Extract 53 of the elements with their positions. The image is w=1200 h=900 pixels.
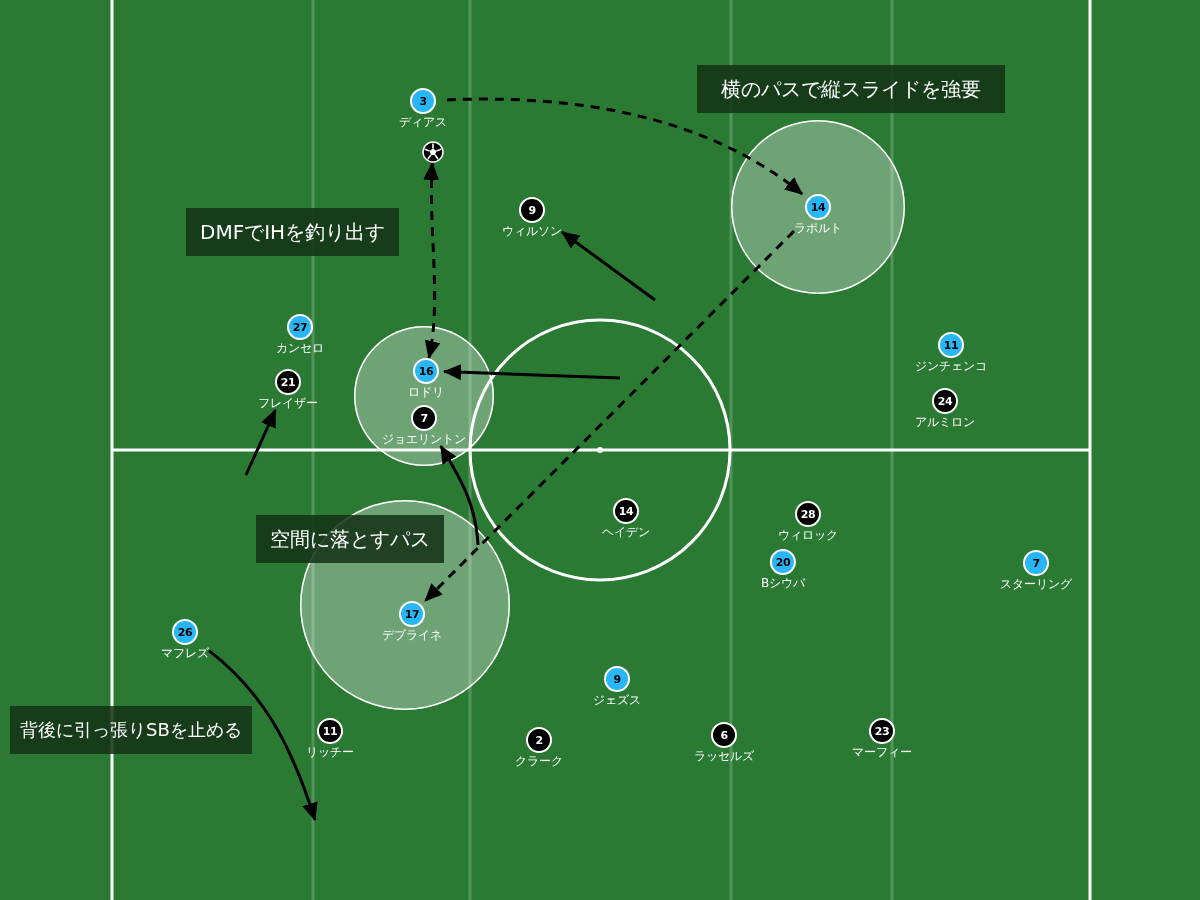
player-marker: 7	[1023, 550, 1049, 576]
player-marker: 28	[795, 501, 821, 527]
player-name: Bシウバ	[760, 576, 806, 590]
player-name: デブライネ	[382, 628, 442, 642]
arrow	[561, 230, 656, 302]
player-marker: 24	[932, 388, 958, 414]
player-name: ウィルソン	[502, 224, 562, 238]
player-name: リッチー	[306, 745, 354, 759]
player-name: ロドリ	[408, 385, 444, 399]
player-marker: 6	[711, 722, 737, 748]
player-name: ジョエリントン	[382, 432, 466, 446]
player-marker: 27	[287, 314, 313, 340]
player-name: マーフィー	[852, 745, 912, 759]
dashed-arrow	[423, 230, 796, 603]
player-marker: 14	[805, 194, 831, 220]
player-marker: 9	[604, 666, 630, 692]
player-marker: 14	[613, 498, 639, 524]
annotation-label: 横のパスで縦スライドを強要	[697, 65, 1005, 113]
player-marker: 11	[317, 718, 343, 744]
arrow	[439, 445, 480, 546]
soccer-ball-icon	[422, 141, 444, 163]
player-name: カンセロ	[276, 341, 324, 355]
player-marker: 16	[413, 358, 439, 384]
player-name: アルミロン	[915, 415, 975, 429]
player-marker: 7	[411, 405, 437, 431]
player-marker: 26	[172, 619, 198, 645]
player-name: ラポルト	[794, 221, 842, 235]
dashed-arrow	[423, 162, 440, 359]
player-name: マフレズ	[161, 646, 209, 660]
player-marker: 21	[275, 369, 301, 395]
player-marker: 9	[519, 197, 545, 223]
player-marker: 17	[399, 601, 425, 627]
player-marker: 3	[410, 88, 436, 114]
player-name: ジェズス	[593, 693, 641, 707]
arrow	[208, 649, 318, 821]
player-marker: 23	[869, 718, 895, 744]
arrow	[244, 409, 277, 476]
player-name: クラーク	[515, 754, 563, 768]
annotation-label: DMFでIHを釣り出す	[186, 208, 400, 256]
player-name: ディアス	[399, 115, 447, 129]
arrow	[443, 364, 621, 381]
dashed-arrow	[446, 97, 804, 196]
annotation-label: 背後に引っ張りSBを止める	[10, 706, 252, 754]
player-name: ラッセルズ	[694, 749, 754, 763]
player-name: ウィロック	[778, 528, 838, 542]
player-marker: 20	[770, 549, 796, 575]
player-name: ジンチェンコ	[915, 359, 987, 373]
player-name: ヘイデン	[602, 525, 650, 539]
annotation-label: 空間に落とすパス	[256, 515, 444, 563]
player-marker: 2	[526, 727, 552, 753]
player-marker: 11	[938, 332, 964, 358]
player-name: フレイザー	[258, 396, 318, 410]
player-name: スターリング	[1000, 577, 1072, 591]
